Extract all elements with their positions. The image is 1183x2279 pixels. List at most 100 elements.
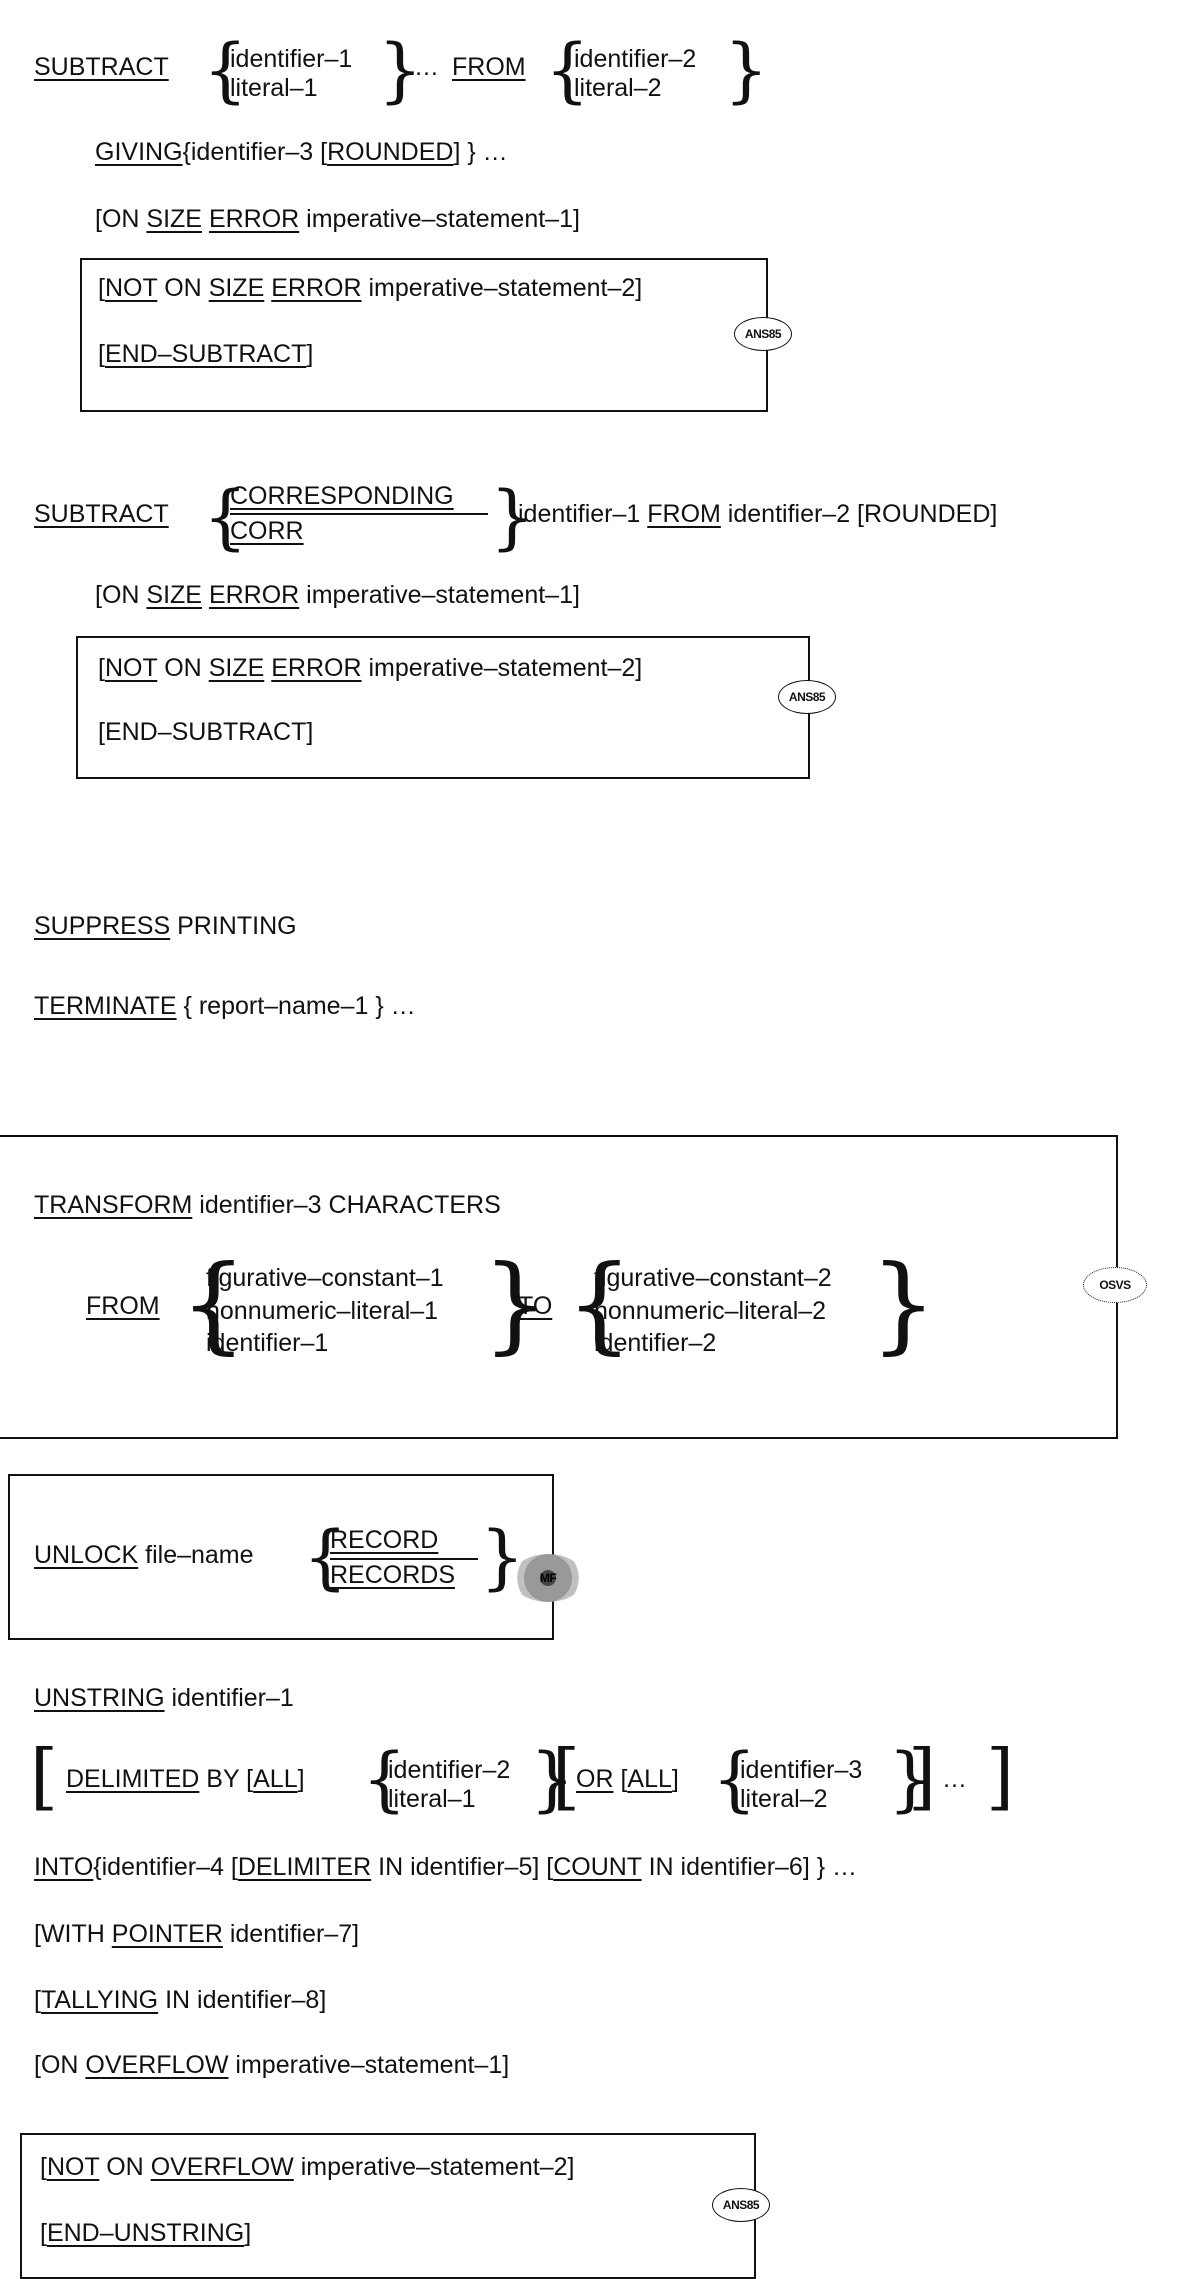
size-keyword: SIZE — [208, 654, 265, 682]
rounded-keyword: ROUNDED — [327, 138, 454, 166]
end-unstring-line: [END–UNSTRING] — [40, 2221, 251, 2246]
option-literal-2: literal–2 — [740, 1784, 828, 1813]
on-overflow-line: [ON OVERFLOW imperative–statement–1] — [34, 2053, 509, 2078]
from-keyword: FROM — [647, 500, 721, 528]
left-brace: { — [566, 1243, 633, 1365]
text: [ — [613, 1765, 628, 1793]
text: identifier–1 — [164, 1684, 294, 1712]
right-brace: } — [888, 1738, 933, 1820]
suppress-statement: SUPPRESS PRINTING — [34, 914, 297, 939]
text: identifier–1 — [518, 500, 648, 528]
left-brace: { — [712, 1738, 757, 1820]
operand-options-a: identifier–1 literal–1 — [230, 45, 352, 103]
option-figurative-constant-1: figurative–constant–1 — [206, 1264, 444, 1292]
option-figurative-constant-2: figurative–constant–2 — [594, 1264, 832, 1292]
text: [ — [40, 2153, 47, 2181]
not-on-size-error-line: [NOT ON SIZE ERROR imperative–statement–… — [98, 656, 642, 681]
text: imperative–statement–1] — [228, 2051, 510, 2079]
record-keyword: RECORD — [330, 1526, 439, 1554]
text: imperative–statement–2] — [293, 2153, 575, 2181]
text: [ON — [95, 205, 147, 233]
text: [ON — [95, 581, 147, 609]
into-keyword: INTO — [34, 1853, 94, 1881]
subtract-keyword: SUBTRACT — [34, 53, 169, 81]
left-brace: { — [303, 1516, 348, 1598]
osvs-box — [0, 1135, 1118, 1439]
option-nonnumeric-literal-2: nonnumeric–literal–2 — [594, 1296, 827, 1325]
text: file–name — [138, 1541, 254, 1569]
count-keyword: COUNT — [553, 1853, 642, 1881]
text: ] — [671, 1765, 679, 1793]
error-keyword: ERROR — [271, 274, 362, 302]
end-subtract-line: [END–SUBTRACT] — [98, 342, 313, 367]
right-brace: } — [378, 29, 423, 111]
from-keyword: FROM — [452, 53, 526, 81]
tallying-keyword: TALLYING — [40, 1986, 159, 2014]
terminate-statement: TERMINATE { report–name–1 } … — [34, 994, 416, 1019]
ans85-badge: ANS85 — [712, 2188, 770, 2222]
overflow-keyword: OVERFLOW — [85, 2051, 229, 2079]
from-keyword: FROM — [86, 1292, 160, 1320]
text: imperative–statement–1] — [299, 581, 580, 609]
text: ] — [297, 1765, 305, 1793]
right-brace: } — [724, 29, 769, 111]
giving-end: ] } … — [453, 138, 508, 166]
text: identifier–7] — [222, 1920, 360, 1948]
left-bracket: [ — [30, 1734, 59, 1818]
records-keyword: RECORDS — [330, 1561, 456, 1589]
delimited-by-clause: DELIMITED BY [ALL] — [66, 1767, 305, 1792]
all-keyword: ALL — [253, 1765, 298, 1793]
right-bracket: ] — [908, 1734, 937, 1818]
subtract-keyword: SUBTRACT — [34, 500, 169, 528]
all-keyword: ALL — [627, 1765, 672, 1793]
giving-line: GIVING{identifier–3 [ROUNDED] } … — [95, 140, 508, 165]
operand-options-b: identifier–2 literal–2 — [574, 45, 696, 103]
text: IN identifier–5] [ — [371, 1853, 554, 1881]
text: [ON — [34, 2051, 86, 2079]
not-on-size-error-line: [NOT ON SIZE ERROR imperative–statement–… — [98, 276, 642, 301]
ellipsis: … — [942, 1765, 967, 1793]
option-identifier-1: identifier–1 — [206, 1329, 329, 1357]
text: identifier–2 [ROUNDED] — [720, 500, 998, 528]
text: [ — [98, 654, 105, 682]
on-size-error-line: [ON SIZE ERROR imperative–statement–1] — [95, 583, 580, 608]
option-nonnumeric-literal-1: nonnumeric–literal–1 — [206, 1296, 439, 1325]
transform-line: TRANSFORM identifier–3 CHARACTERS — [34, 1193, 501, 1218]
text: {identifier–4 [ — [93, 1853, 238, 1881]
overflow-keyword: OVERFLOW — [150, 2153, 294, 2181]
not-keyword: NOT — [104, 274, 158, 302]
left-brace: { — [203, 476, 248, 558]
text: ON — [157, 274, 209, 302]
ellipsis: … — [414, 53, 439, 81]
not-keyword: NOT — [46, 2153, 100, 2181]
right-brace: } — [530, 1738, 575, 1820]
ans85-badge: ANS85 — [734, 317, 792, 351]
osvs-badge: OSVS — [1083, 1267, 1147, 1303]
unstring-line: UNSTRING identifier–1 — [34, 1686, 294, 1711]
text: [ — [40, 2219, 47, 2247]
left-brace: { — [203, 29, 248, 111]
option-identifier-1: identifier–1 — [230, 45, 353, 73]
right-brace: } — [490, 476, 535, 558]
end-subtract-keyword: END–SUBTRACT — [104, 340, 307, 368]
size-keyword: SIZE — [146, 581, 202, 609]
on-size-error-line: [ON SIZE ERROR imperative–statement–1] — [95, 207, 580, 232]
option-identifier-3: identifier–3 — [740, 1756, 863, 1784]
delimiter-options-a: identifier–2 literal–1 — [388, 1756, 510, 1814]
text: imperative–statement–2] — [361, 274, 643, 302]
end-subtract-line: [END–SUBTRACT] — [98, 718, 314, 746]
unlock-line: UNLOCK file–name — [34, 1543, 254, 1568]
text: identifier–3 CHARACTERS — [192, 1191, 501, 1219]
delimiter-options-b: identifier–3 literal–2 — [740, 1756, 862, 1814]
or-keyword: OR — [576, 1765, 614, 1793]
option-identifier-2: identifier–2 — [574, 45, 697, 73]
error-keyword: ERROR — [208, 581, 300, 609]
option-identifier-2: identifier–2 — [388, 1756, 511, 1784]
right-bracket: ] — [986, 1734, 1015, 1818]
option-divider — [230, 513, 488, 515]
text: imperative–statement–2] — [361, 654, 643, 682]
ans85-badge: ANS85 — [778, 680, 836, 714]
transform-keyword: TRANSFORM — [34, 1191, 193, 1219]
or-all-clause: OR [ALL] — [576, 1767, 679, 1792]
giving-keyword: GIVING — [95, 138, 183, 166]
